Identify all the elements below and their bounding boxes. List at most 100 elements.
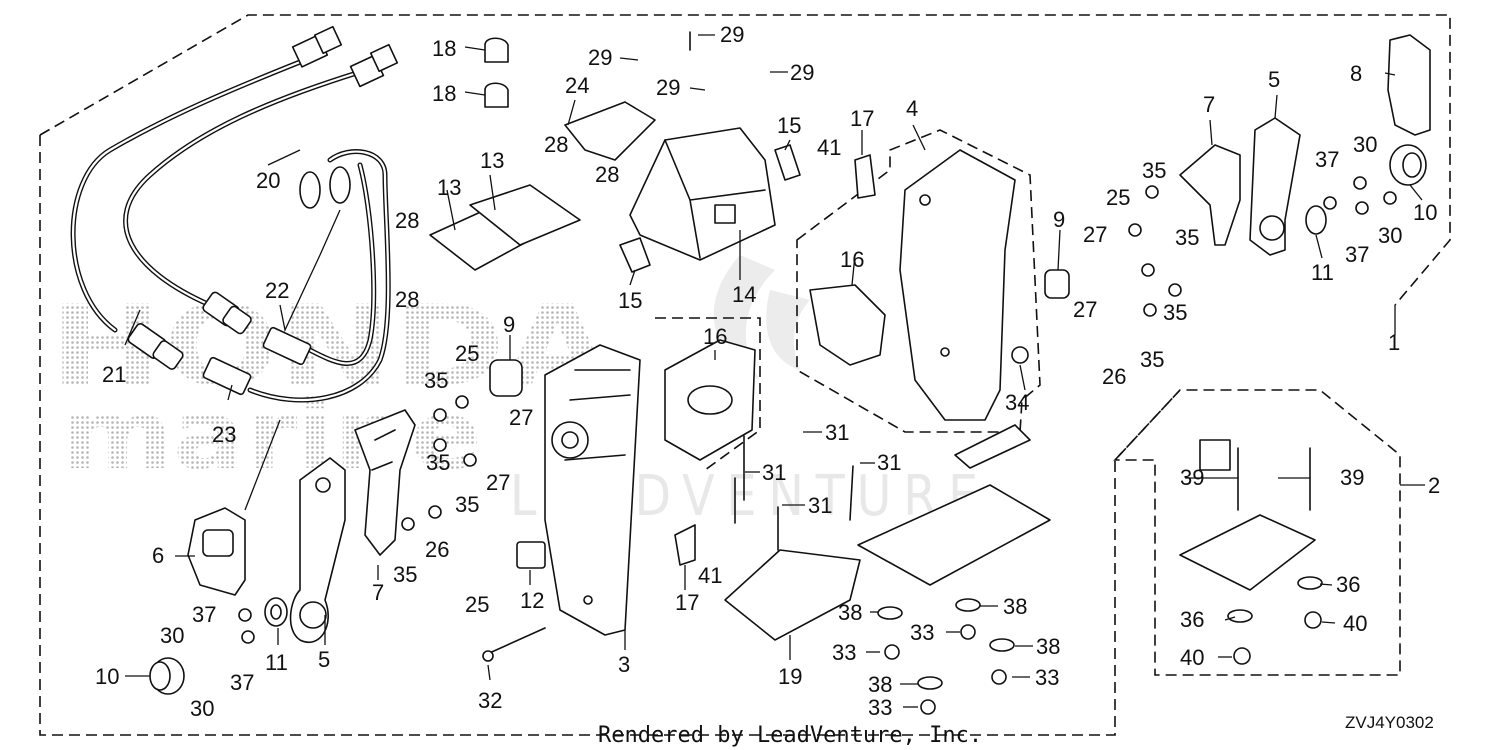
callout-7-left: 7 <box>372 580 384 605</box>
callout-28c: 28 <box>395 208 419 233</box>
callout-37c: 37 <box>1315 147 1339 172</box>
callout-6: 6 <box>152 543 164 568</box>
plate-arm-2 <box>1199 439 1231 471</box>
callout-30a: 30 <box>1353 132 1377 157</box>
callout-33a: 33 <box>832 640 856 665</box>
callout-27a: 27 <box>509 405 533 430</box>
washer-left <box>264 597 288 627</box>
callout-31c: 31 <box>762 460 786 485</box>
nut-34 <box>1011 346 1029 364</box>
callout-11-right: 11 <box>1311 260 1334 285</box>
callout-13-right: 13 <box>480 148 504 173</box>
washer-right <box>1305 205 1327 235</box>
callout-31a: 31 <box>825 420 849 445</box>
callout-22: 22 <box>265 278 289 303</box>
callout-27c: 27 <box>1083 222 1107 247</box>
callout-37b: 37 <box>230 670 254 695</box>
callout-28d: 28 <box>395 287 419 312</box>
callout-30d: 30 <box>190 696 214 721</box>
bracket-13 <box>429 184 581 271</box>
callout-11-left: 11 <box>265 650 288 675</box>
plate-17a <box>674 524 696 566</box>
callout-29b: 29 <box>588 45 612 70</box>
rubber-grommet-9b <box>1044 269 1070 299</box>
callout-28a: 28 <box>544 132 568 157</box>
wire-harness-23 <box>202 149 391 403</box>
callout-27d: 27 <box>1073 297 1097 322</box>
callout-32: 32 <box>478 688 502 713</box>
callout-10-right: 10 <box>1413 200 1437 225</box>
callout-18-top: 18 <box>432 36 456 61</box>
group-4-outline <box>796 129 1041 433</box>
callout-29a: 29 <box>720 22 744 47</box>
callout-38b: 38 <box>1003 594 1027 619</box>
callout-37a: 37 <box>192 602 216 627</box>
callout-14: 14 <box>732 282 756 307</box>
callout-4: 4 <box>906 96 918 121</box>
callout-25a: 25 <box>455 341 479 366</box>
callout-29c: 29 <box>656 75 680 100</box>
callout-35a: 35 <box>424 368 448 393</box>
fasteners <box>238 31 1397 715</box>
callout-41a: 41 <box>817 135 841 160</box>
callout-3: 3 <box>618 652 630 677</box>
callout-35c: 35 <box>455 492 479 517</box>
clip-15a <box>619 237 651 273</box>
callout-24: 24 <box>565 73 589 98</box>
callout-35e: 35 <box>1142 158 1166 183</box>
callout-5-right: 5 <box>1268 67 1280 92</box>
knob-left <box>149 657 185 695</box>
callout-9-right: 9 <box>1053 207 1065 232</box>
callout-31b: 31 <box>877 450 901 475</box>
callout-21: 21 <box>102 362 126 387</box>
callout-33b: 33 <box>910 620 934 645</box>
callout-8: 8 <box>1350 61 1362 86</box>
callout-26b: 26 <box>1102 364 1126 389</box>
remote-body-4 <box>899 149 1016 421</box>
lever-arm-left <box>289 457 346 643</box>
clip-15b <box>774 144 801 181</box>
callout-37d: 37 <box>1345 242 1369 267</box>
lever-housing-left <box>354 409 416 556</box>
callout-23: 23 <box>212 422 236 447</box>
callout-17-bottom: 17 <box>675 590 699 615</box>
callout-19: 19 <box>778 664 802 689</box>
callout-7-right: 7 <box>1203 92 1215 117</box>
callout-35f: 35 <box>1175 225 1199 250</box>
callout-26a: 26 <box>425 537 449 562</box>
callout-20: 20 <box>256 168 280 193</box>
callout-5-left: 5 <box>318 647 330 672</box>
callout-9-left: 9 <box>503 312 515 337</box>
callout-40b: 40 <box>1180 645 1204 670</box>
callout-31d: 31 <box>808 493 832 518</box>
plug-18b <box>484 82 509 108</box>
lever-arm-right <box>1249 117 1301 256</box>
callout-13-left: 13 <box>437 175 461 200</box>
gasket-19 <box>724 549 861 641</box>
callout-36b: 36 <box>1180 607 1204 632</box>
callout-labels: 1 2 3 4 5 5 6 7 7 8 9 9 10 10 11 11 12 1… <box>95 22 1440 721</box>
callout-25c: 25 <box>465 592 489 617</box>
handle-cover-left <box>187 507 246 596</box>
spacer-block <box>1179 514 1316 591</box>
callout-1: 1 <box>1388 330 1400 355</box>
callout-41b: 41 <box>698 563 722 588</box>
rubber-grommet-9a <box>489 359 523 397</box>
callout-16-center: 16 <box>703 324 727 349</box>
callout-30b: 30 <box>1378 223 1402 248</box>
lever-housing-right <box>1179 144 1241 246</box>
callout-34: 34 <box>1005 390 1029 415</box>
callout-29d: 29 <box>790 60 814 85</box>
gasket-16 <box>664 339 756 461</box>
callout-10-left: 10 <box>95 664 119 689</box>
callout-36a: 36 <box>1336 572 1360 597</box>
callout-38a: 38 <box>838 600 862 625</box>
callout-15-bottom: 15 <box>618 288 642 313</box>
render-credit: Rendered by LeadVenture, Inc. <box>598 723 982 748</box>
callout-15-top: 15 <box>777 113 801 138</box>
callout-38d: 38 <box>868 672 892 697</box>
leader-lines <box>124 34 1425 708</box>
callout-12: 12 <box>520 588 544 613</box>
plug-18a <box>484 37 509 63</box>
